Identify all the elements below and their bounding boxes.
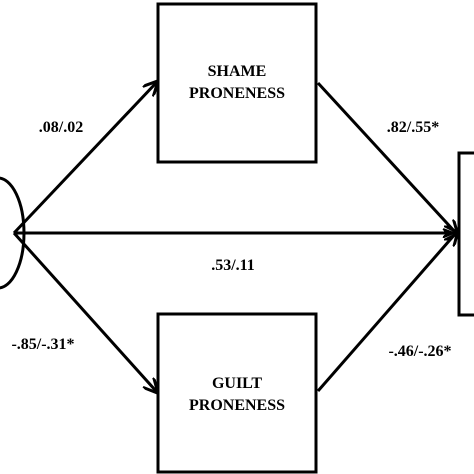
arrow-predictor-to-shame bbox=[12, 83, 156, 235]
arrow-predictor-to-guilt bbox=[12, 231, 156, 391]
guilt-label-line2: PRONENESS bbox=[189, 397, 285, 414]
coef-shame-to-outcome: .82/.55* bbox=[387, 119, 439, 136]
shame-label-line1: SHAME bbox=[208, 63, 267, 80]
coef-guilt-to-outcome: -.46/-.26* bbox=[388, 343, 451, 360]
arrow-shame-to-outcome bbox=[316, 81, 456, 233]
coef-predictor-to-shame: .08/.02 bbox=[39, 119, 83, 136]
shame-label-line2: PRONENESS bbox=[189, 85, 285, 102]
coef-direct: .53/.11 bbox=[211, 257, 255, 274]
guilt-label-line1: GUILT bbox=[212, 375, 262, 392]
coef-predictor-to-guilt: -.85/-.31* bbox=[11, 336, 74, 353]
shame-proneness-box bbox=[156, 2, 318, 164]
arrow-guilt-to-outcome bbox=[316, 233, 456, 392]
outcome-node bbox=[457, 151, 474, 317]
guilt-proneness-box bbox=[156, 312, 318, 474]
